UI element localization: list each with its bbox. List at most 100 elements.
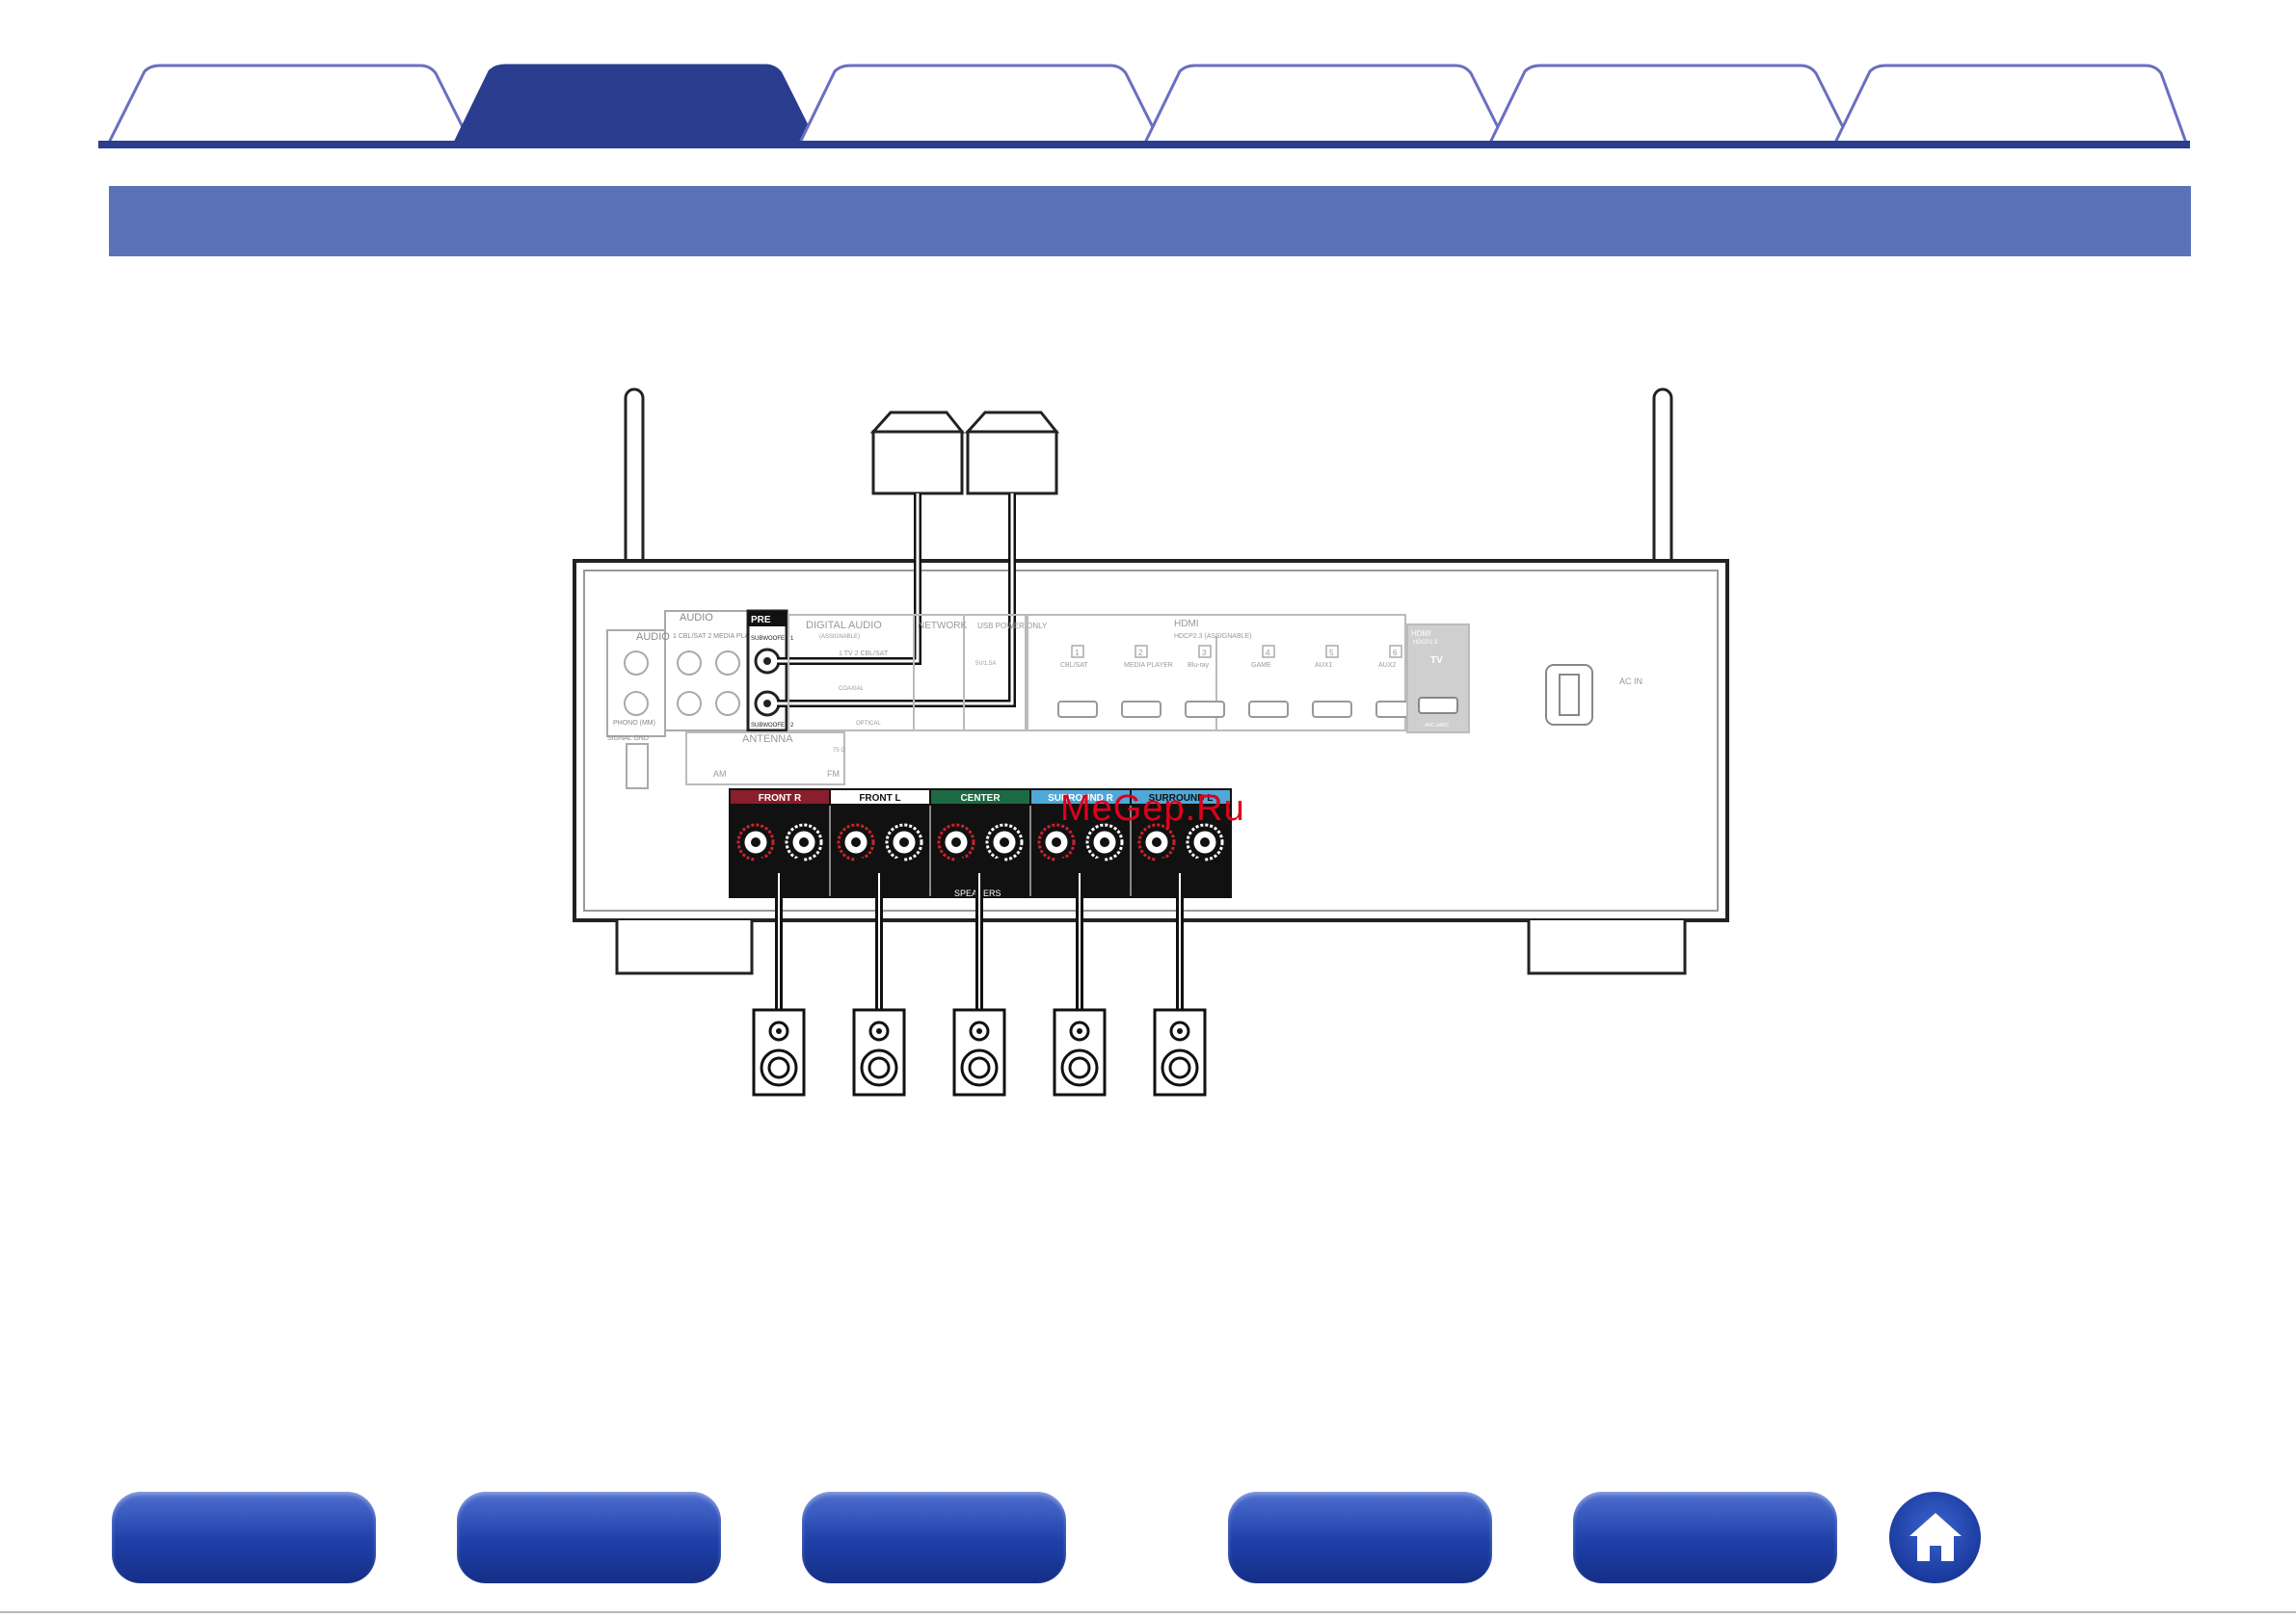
positive-terminal — [736, 823, 775, 862]
digital-assignable-label: (ASSIGNABLE) — [819, 634, 860, 640]
fm-ohm-label: 75 Ω — [833, 748, 845, 754]
nav-button-5[interactable] — [1573, 1492, 1837, 1583]
positive-terminal — [837, 823, 875, 862]
speaker-icon — [1153, 1008, 1207, 1097]
speaker-terminal-2: FRONT L — [829, 790, 929, 896]
digital-audio-label: DIGITAL AUDIO — [806, 620, 882, 631]
hdmi-input-name: AUX2 — [1378, 662, 1396, 669]
tab-bar — [0, 0, 2296, 154]
channel-header — [1031, 790, 1130, 804]
watermark: MeGep.Ru — [1060, 788, 1245, 829]
nav-button-1[interactable] — [112, 1492, 376, 1583]
digital-audio-panel — [685, 614, 1027, 785]
hdcp-out-label: HDCP2.3 — [1413, 640, 1438, 646]
hdmi-input-number: 2 — [1138, 649, 1143, 657]
speaker-terminal-5: SURROUND L — [1130, 790, 1230, 896]
am-label: AM — [713, 769, 727, 779]
channel-header — [831, 790, 929, 804]
tab-shapes — [98, 64, 2190, 148]
channel-label: SURROUND L — [1149, 793, 1214, 804]
speaker-terminal-1: FRONT R — [731, 790, 829, 862]
usb-rating-label: 5V/1.5A — [975, 661, 996, 667]
network-label: NETWORK — [918, 621, 967, 631]
section-title-bar — [109, 186, 2191, 256]
channel-header — [931, 790, 1029, 804]
negative-terminal — [1186, 823, 1224, 862]
phono-label: PHONO (MM) — [613, 720, 655, 727]
antenna-label: ANTENNA — [742, 733, 793, 745]
negative-terminal — [885, 823, 923, 862]
hdmi-input-number: 6 — [1393, 649, 1398, 657]
positive-terminal — [1137, 823, 1176, 862]
negative-terminal — [785, 823, 823, 862]
negative-terminal — [1085, 823, 1124, 862]
coaxial-label: COAXIAL — [839, 686, 865, 692]
hdmi-port — [1312, 701, 1352, 718]
speaker-cables — [754, 856, 1207, 1010]
footer-divider — [0, 1611, 2296, 1613]
nav-button-3[interactable] — [802, 1492, 1066, 1583]
digital-ports-label: 1 TV 2 CBL/SAT — [839, 650, 889, 657]
channel-header — [731, 790, 829, 804]
fm-label: FM — [827, 769, 840, 779]
speaker-icon — [752, 1008, 806, 1097]
subwoofer-2-icon — [964, 411, 1060, 495]
channel-label: SURROUND R — [1048, 793, 1114, 804]
positive-terminal — [937, 823, 975, 862]
hdmi-input-number: 5 — [1329, 649, 1334, 657]
channel-label: FRONT L — [859, 793, 900, 804]
channel-header — [1132, 790, 1230, 804]
hdmi-input-name: CBL/SAT — [1060, 662, 1088, 669]
subwoofer-1-jack-label: SUBWOOFER 1 — [751, 636, 794, 642]
audio-in-inputs: 1 CBL/SAT 2 MEDIA PLAYER — [673, 633, 762, 640]
channel-label: FRONT R — [759, 793, 802, 804]
speaker-icon — [1053, 1008, 1107, 1097]
home-button[interactable] — [1889, 1492, 1981, 1583]
speakers — [752, 1008, 1207, 1097]
subwoofer-1-icon — [869, 411, 966, 495]
usb-label: USB POWER ONLY — [977, 622, 1048, 630]
hdcp-in-label: HDCP2.3 (ASSIGNABLE) — [1174, 633, 1252, 640]
hdmi-in-label: HDMI — [1174, 619, 1199, 629]
hdmi-input-name: GAME — [1251, 662, 1271, 669]
hdmi-port — [1121, 701, 1161, 718]
hdmi-port — [1057, 701, 1098, 718]
negative-terminal — [985, 823, 1024, 862]
channel-label: CENTER — [960, 793, 1001, 804]
ac-in-label: AC IN — [1619, 676, 1642, 686]
hdmi-out-panel — [1406, 623, 1470, 733]
hdmi-input-number: 1 — [1075, 649, 1080, 657]
speaker-icon — [952, 1008, 1006, 1097]
pre-out-panel — [746, 609, 788, 732]
optical-label: OPTICAL — [856, 721, 881, 727]
nav-button-4[interactable] — [1228, 1492, 1492, 1583]
hdmi-out-tv-label: TV — [1430, 655, 1443, 666]
pre-out-label: PRE — [751, 615, 771, 625]
hdmi-input-number: 3 — [1202, 649, 1207, 657]
signal-gnd-label: SIGNAL GND — [607, 735, 649, 742]
positive-terminal — [1037, 823, 1076, 862]
speaker-terminal-4: SURROUND R — [1029, 790, 1130, 896]
hdmi-out-label: HDMI — [1411, 629, 1430, 638]
audio-in-label: AUDIO — [680, 612, 713, 623]
hdmi-arc-label: ARC eARC — [1425, 723, 1450, 729]
ac-in-socket — [1545, 664, 1593, 726]
home-icon — [1909, 1513, 1962, 1561]
audio-out-label: AUDIO — [636, 631, 670, 643]
hdmi-input-name: AUX1 — [1315, 662, 1332, 669]
speaker-terminal-3: CENTER — [929, 790, 1029, 896]
nav-button-2[interactable] — [457, 1492, 721, 1583]
hdmi-input-name: MEDIA PLAYER — [1124, 662, 1173, 669]
speaker-icon — [852, 1008, 906, 1097]
hdmi-input-number: 4 — [1266, 649, 1270, 657]
hdmi-port — [1185, 701, 1225, 718]
subwoofer-2-jack-label: SUBWOOFER 2 — [751, 723, 794, 729]
